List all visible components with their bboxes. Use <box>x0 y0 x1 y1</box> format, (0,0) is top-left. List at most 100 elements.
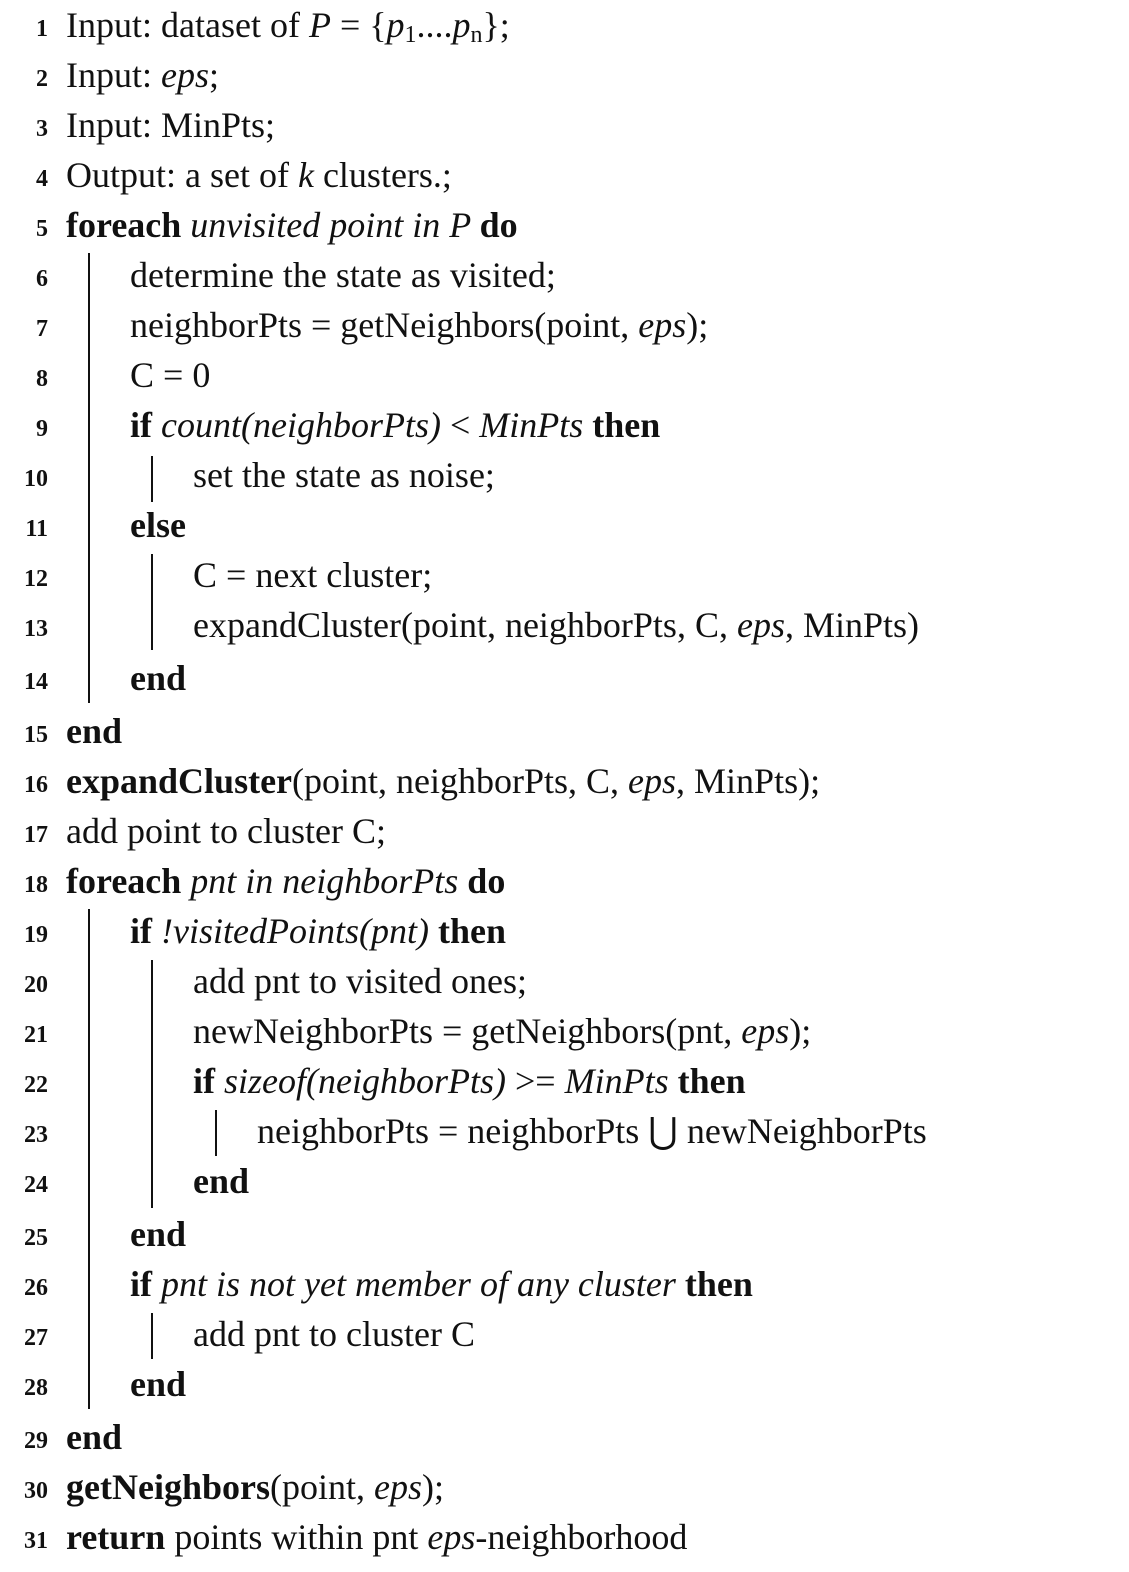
code-segment: add pnt to cluster C <box>193 1314 475 1354</box>
keyword: else <box>130 505 186 545</box>
code-text: end <box>130 657 186 699</box>
code-text: if count(neighborPts) < MinPts then <box>130 404 660 446</box>
algorithm-line-29: 29 end <box>0 1415 1129 1465</box>
code-text: neighborPts = getNeighbors(point, eps); <box>130 304 708 346</box>
keyword: foreach <box>66 205 182 245</box>
code-segment: eps <box>373 1467 422 1507</box>
code-segment: >= <box>514 1061 565 1101</box>
code-segment: determine the state as visited; <box>130 255 556 295</box>
code-segment: set the state as noise; <box>193 455 495 495</box>
code-text: add pnt to cluster C <box>193 1313 475 1355</box>
code-text: Output: a set of k clusters.; <box>66 154 452 196</box>
keyword: then <box>677 1061 746 1101</box>
algorithm-line-4: 4 Output: a set of k clusters.; <box>0 153 1129 203</box>
code-segment: , MinPts) <box>784 605 920 645</box>
keyword: return <box>66 1517 166 1557</box>
algorithm-line-14: 14 end <box>0 656 1129 706</box>
code-segment: neighborPts = getNeighbors(point, <box>130 305 639 345</box>
line-number: 2 <box>36 66 48 92</box>
algorithm-line-31: 31 return points within pnt eps-neighbor… <box>0 1515 1129 1565</box>
algorithm-line-6: 6 determine the state as visited; <box>0 253 1129 303</box>
line-number: 6 <box>36 266 48 292</box>
line-number: 7 <box>36 316 48 342</box>
code-text: add point to cluster C; <box>66 810 386 852</box>
line-number: 5 <box>36 216 48 242</box>
code-segment: Input: dataset of <box>66 5 309 45</box>
line-number: 9 <box>36 416 48 442</box>
code-text: end <box>66 1416 122 1458</box>
code-text: Input: eps; <box>66 54 219 96</box>
algorithm-line-25: 25 end <box>0 1212 1129 1262</box>
subscript: 1 <box>404 22 417 48</box>
code-text: if sizeof(neighborPts) >= MinPts then <box>193 1060 746 1102</box>
code-text: if !visitedPoints(pnt) then <box>130 910 506 952</box>
line-number: 14 <box>24 669 48 695</box>
code-text: newNeighborPts = getNeighbors(pnt, eps); <box>193 1010 811 1052</box>
algorithm-line-23: 23 neighborPts = neighborPts ⋃ newNeighb… <box>0 1109 1129 1159</box>
keyword: do <box>479 205 518 245</box>
keyword: end <box>130 1214 187 1254</box>
code-segment: MinPts <box>479 405 593 445</box>
keyword: end <box>66 711 123 751</box>
code-segment: count(neighborPts) <box>152 405 450 445</box>
code-segment: neighborPts = neighborPts ⋃ newNeighborP… <box>257 1111 927 1151</box>
code-segment: .... <box>416 5 453 45</box>
code-text: end <box>193 1160 249 1202</box>
line-number: 12 <box>24 566 48 592</box>
code-text: end <box>130 1363 186 1405</box>
code-segment: eps <box>628 761 677 801</box>
algorithm-line-26: 26 if pnt is not yet member of any clust… <box>0 1262 1129 1312</box>
code-text: Input: MinPts; <box>66 104 275 146</box>
algorithm-line-16: 16 expandCluster(point, neighborPts, C, … <box>0 759 1129 809</box>
foreach-body-rule <box>88 909 90 1409</box>
line-number: 1 <box>36 16 48 42</box>
keyword: end <box>130 658 187 698</box>
code-text: C = 0 <box>130 354 210 396</box>
line-number: 18 <box>24 872 48 898</box>
code-segment: P <box>308 5 331 45</box>
code-segment: ); <box>789 1011 812 1051</box>
line-number: 16 <box>24 772 48 798</box>
code-text: neighborPts = neighborPts ⋃ newNeighborP… <box>257 1110 927 1152</box>
line-number: 24 <box>24 1172 48 1198</box>
code-segment: ); <box>421 1467 444 1507</box>
code-segment: eps <box>161 55 209 95</box>
keyword: foreach <box>66 861 182 901</box>
keyword: end <box>130 1364 187 1404</box>
code-segment: newNeighborPts = getNeighbors(pnt, <box>193 1011 742 1051</box>
code-segment: clusters.; <box>313 155 452 195</box>
algorithm-line-24: 24 end <box>0 1159 1129 1209</box>
code-segment: ; <box>209 55 220 95</box>
line-number: 23 <box>24 1122 48 1148</box>
code-segment: C = next cluster; <box>193 555 433 595</box>
code-segment: add pnt to visited ones; <box>193 961 527 1001</box>
line-number: 13 <box>24 616 48 642</box>
code-segment: eps <box>638 305 687 345</box>
line-number: 10 <box>24 466 48 492</box>
algorithm-line-9: 9 if count(neighborPts) < MinPts then <box>0 403 1129 453</box>
keyword: do <box>467 861 506 901</box>
code-text: add pnt to visited ones; <box>193 960 527 1002</box>
line-number: 11 <box>25 516 48 542</box>
algorithm-line-30: 30 getNeighbors(point, eps); <box>0 1465 1129 1515</box>
line-number: 28 <box>24 1375 48 1401</box>
algorithm-line-5: 5 foreach unvisited point in P do <box>0 203 1129 253</box>
code-segment: (point, neighborPts, C, <box>292 761 629 801</box>
line-number: 22 <box>24 1072 48 1098</box>
keyword: expandCluster <box>66 761 293 801</box>
code-segment: eps <box>736 605 785 645</box>
algorithm-line-18: 18 foreach pnt in neighborPts do <box>0 859 1129 909</box>
algorithm-line-19: 19 if !visitedPoints(pnt) then <box>0 909 1129 959</box>
keyword: if <box>130 1264 152 1304</box>
code-text: getNeighbors(point, eps); <box>66 1466 444 1508</box>
line-number: 26 <box>24 1275 48 1301</box>
algorithm-line-17: 17 add point to cluster C; <box>0 809 1129 859</box>
line-number: 21 <box>24 1022 48 1048</box>
code-text: C = next cluster; <box>193 554 432 596</box>
line-number: 15 <box>24 722 48 748</box>
keyword: if <box>130 911 152 951</box>
code-segment: pnt in neighborPts <box>181 861 468 901</box>
code-segment: !visitedPoints(pnt) <box>152 911 438 951</box>
code-segment: p <box>386 5 405 45</box>
keyword: if <box>130 405 152 445</box>
